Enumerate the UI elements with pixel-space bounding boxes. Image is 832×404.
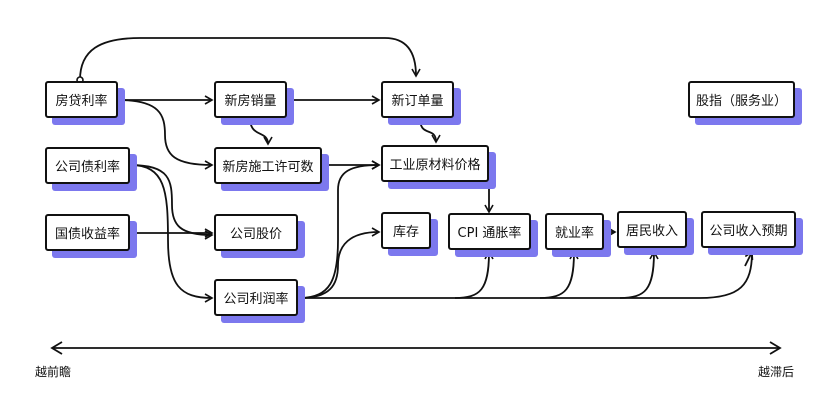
node-resident-income: 居民收入 (617, 211, 687, 248)
edge-sales-to-permits (249, 117, 273, 146)
edge-profit-to-inventory (299, 227, 381, 299)
edge-profit-to-income (619, 250, 659, 299)
node-company-income-expectation: 公司收入预期 (701, 211, 796, 248)
axis-right-label: 越滞后 (758, 365, 795, 379)
node-inventory: 库存 (381, 212, 431, 249)
node-new-orders: 新订单量 (381, 81, 454, 118)
node-treasury-yield: 国债收益率 (45, 214, 130, 251)
edge-bond-to-stock (129, 164, 214, 240)
node-company-profit-margin: 公司利润率 (214, 279, 298, 316)
edge-bond-to-profit (129, 164, 214, 303)
edge-orders-to-materials (419, 117, 441, 144)
axis-right-arrowhead (769, 341, 782, 355)
node-mortgage-rate: 房贷利率 (45, 81, 118, 118)
node-cpi-inflation: CPI 通胀率 (448, 213, 531, 250)
edge-profit-to-expectation (744, 250, 754, 267)
axis-left-label: 越前瞻 (35, 365, 72, 379)
node-employment-rate: 就业率 (545, 213, 604, 250)
node-new-construction-permits: 新房施工许可数 (214, 147, 322, 184)
edge-profit-to-cpi (454, 250, 494, 299)
node-company-stock-price: 公司股价 (214, 214, 298, 251)
edge-mortgage-to-orders (79, 37, 421, 81)
edge-profit-bus (300, 251, 753, 299)
node-corp-bond-rate: 公司债利率 (45, 147, 130, 184)
edge-profit-to-materials (299, 160, 381, 299)
node-stock-index-services: 股指（服务业） (688, 81, 795, 118)
edge-mortgage-to-permits (117, 99, 214, 170)
node-industrial-material-prices: 工业原材料价格 (381, 145, 489, 182)
node-new-home-sales: 新房销量 (214, 81, 287, 118)
axis-left-arrowhead (50, 341, 63, 355)
edge-profit-to-employment (539, 250, 579, 299)
